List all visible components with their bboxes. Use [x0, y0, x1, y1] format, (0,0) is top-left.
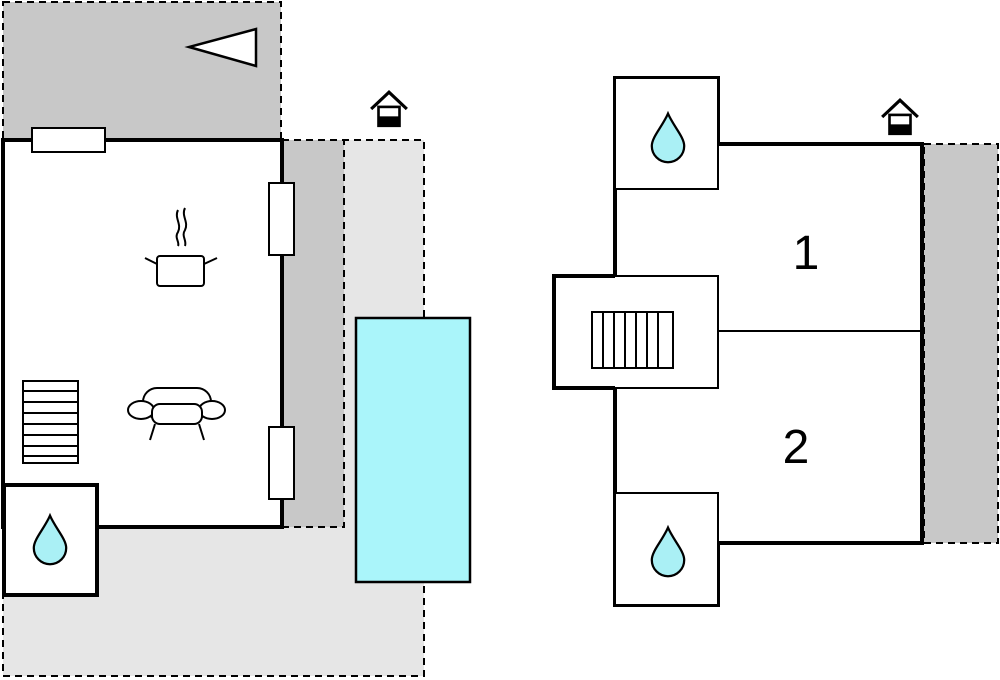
house-entrance-icon	[369, 90, 409, 128]
terrace-top	[2, 1, 282, 141]
ground-floor-room	[1, 138, 284, 529]
compass-icon	[184, 27, 258, 68]
stairs-icon	[591, 311, 674, 369]
window	[268, 426, 295, 500]
window	[31, 127, 106, 153]
window	[268, 182, 295, 256]
ground-floor	[1, 1, 472, 677]
room-label-1: 1	[793, 227, 820, 280]
terrace-right	[923, 143, 999, 544]
swimming-pool	[354, 316, 472, 584]
stairs-icon	[22, 380, 79, 464]
upper-floor: 1 2	[552, 76, 999, 607]
room-label-2: 2	[783, 421, 810, 474]
sofa-icon	[127, 387, 226, 441]
kitchen-pot-icon	[144, 207, 218, 287]
house-entrance-icon	[880, 98, 920, 136]
